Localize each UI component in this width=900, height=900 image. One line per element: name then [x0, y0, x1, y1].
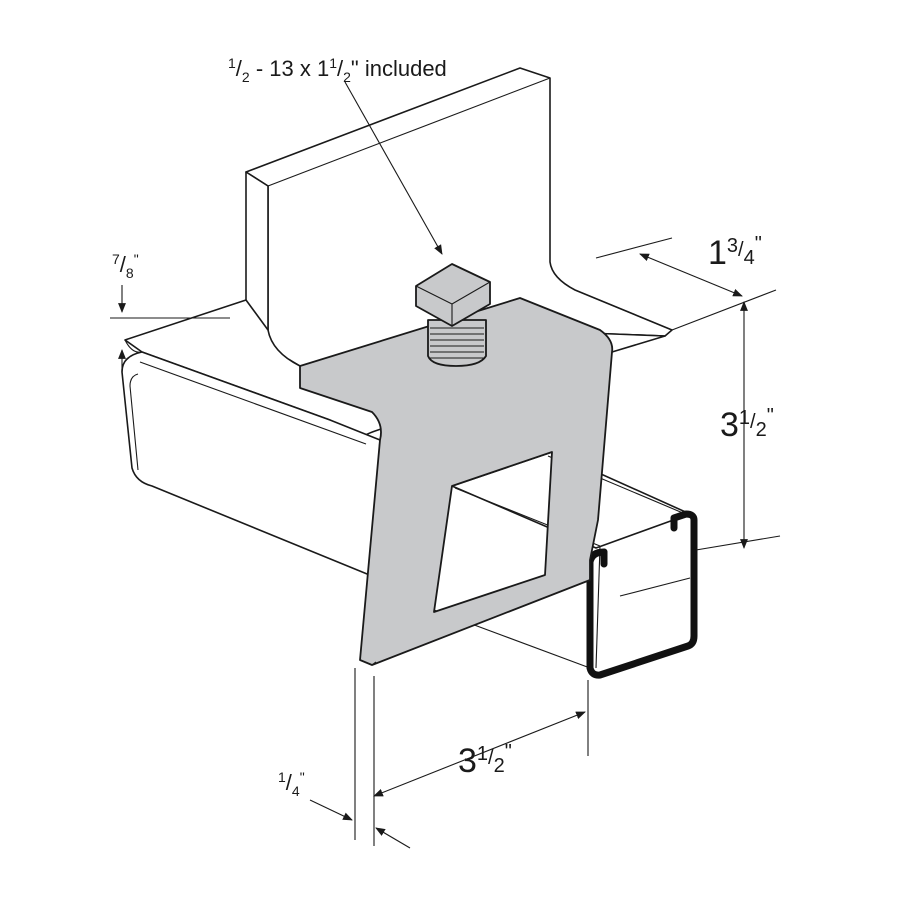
bolt-leader: [344, 81, 443, 255]
plate-thickness-label: 1/4": [278, 769, 305, 799]
flange-thickness-label: 7/8": [112, 251, 139, 281]
channel-width-label: 31/2": [458, 741, 512, 780]
dim-jaw-width: [595, 237, 777, 331]
dim-plate-thickness: [309, 668, 411, 849]
bolt: [415, 263, 491, 367]
channel-height-label: 31/2": [720, 405, 774, 444]
dim-channel-height: [695, 301, 781, 551]
jaw-width-label: 13/4": [708, 233, 762, 272]
bolt-label: 1/2 - 13 x 11/2" included: [228, 55, 447, 85]
dim-flange-thickness: [110, 285, 230, 372]
strut-channel: [121, 351, 698, 679]
dim-channel-width: [373, 680, 589, 797]
beam-clamp: [299, 297, 614, 666]
